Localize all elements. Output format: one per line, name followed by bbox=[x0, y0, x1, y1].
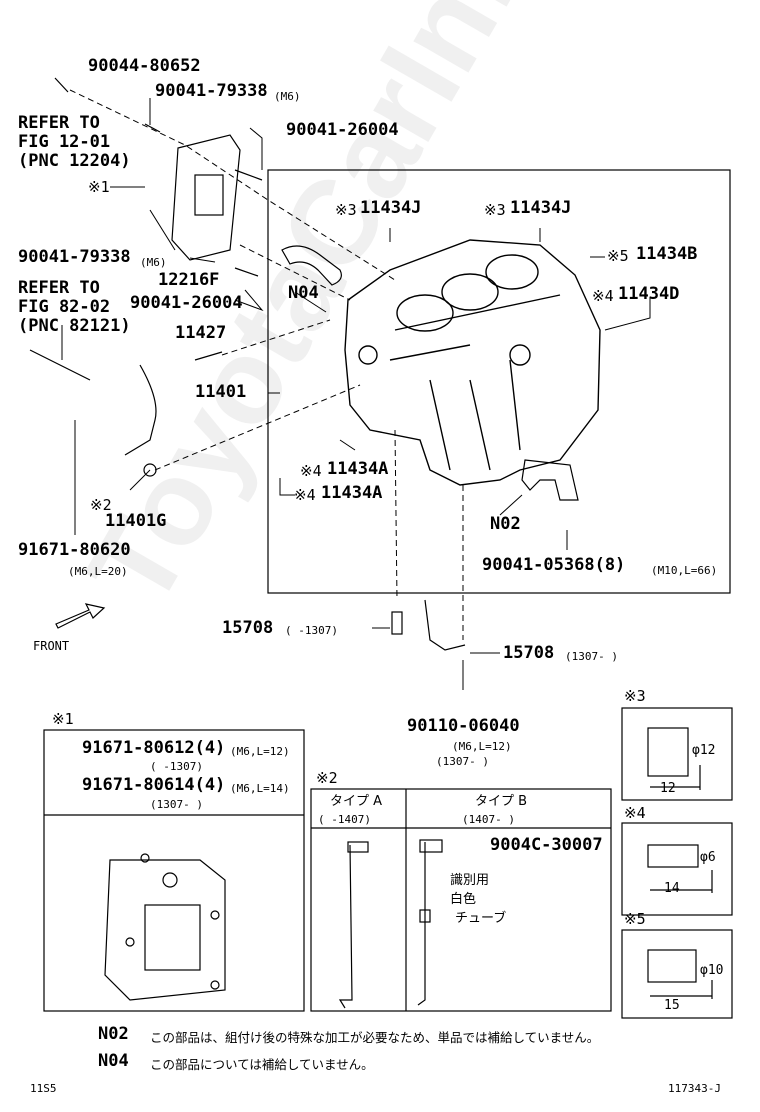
mark-3-b: ※3 bbox=[484, 201, 506, 219]
part-11401g: 11401G bbox=[105, 511, 167, 531]
section1-frame bbox=[43, 729, 305, 1012]
spec-m6-a: (M6) bbox=[274, 90, 301, 103]
part-90041-79338-b: 90041-79338 bbox=[18, 247, 131, 267]
refer-fig-82-02-line3: (PNC 82121) bbox=[18, 316, 131, 336]
dowel-4 bbox=[647, 844, 699, 868]
n04-pipe bbox=[281, 245, 342, 286]
type-a-range: ( -1407) bbox=[318, 813, 371, 826]
spec-90041-05368: (M10,L=66) bbox=[651, 564, 718, 577]
refer-fig-82-02-line2: FIG 82-02 bbox=[18, 297, 111, 317]
part-11434a-a: 11434A bbox=[327, 459, 389, 479]
refer-fig-12-01-line2: FIG 12-01 bbox=[18, 132, 111, 152]
note-n02-text: この部品は、組付け後の特殊な加工が必要なため、単品では補給していません。 bbox=[150, 1030, 600, 1045]
section5-len: 15 bbox=[664, 998, 680, 1013]
tube-label: チューブ bbox=[455, 911, 507, 926]
main-frame bbox=[267, 169, 731, 594]
mark-4-a: ※4 bbox=[592, 287, 614, 305]
part-n04: N04 bbox=[288, 283, 319, 303]
section1-range-2: (1307- ) bbox=[150, 798, 203, 811]
section3-frame bbox=[621, 707, 733, 801]
part-11434j-a: 11434J bbox=[360, 198, 422, 218]
section3-len: 12 bbox=[660, 781, 676, 796]
type-b-range: (1407- ) bbox=[462, 813, 515, 826]
range-15708-b: (1307- ) bbox=[565, 650, 618, 663]
spec-91671-80620: (M6,L=20) bbox=[68, 565, 128, 578]
n02-cap bbox=[521, 459, 579, 501]
part-11434d: 11434D bbox=[618, 284, 680, 304]
section1-title: ※1 bbox=[52, 710, 74, 728]
part-91671-80620: 91671-80620 bbox=[18, 540, 131, 560]
part-90041-05368: 90041-05368(8) bbox=[482, 555, 626, 575]
part-15708-b: 15708 bbox=[503, 643, 555, 663]
note-n02-code: N02 bbox=[98, 1024, 129, 1044]
section2-part: 9004C-30007 bbox=[490, 835, 603, 855]
gasket bbox=[104, 859, 226, 1001]
part-12216f: 12216F bbox=[158, 270, 220, 290]
harness bbox=[29, 349, 157, 456]
type-a-label: タイプ A bbox=[330, 794, 383, 809]
sensor-type-b bbox=[417, 842, 426, 1006]
refer-fig-12-01-line3: (PNC 12204) bbox=[18, 151, 131, 171]
section1-spec-2: (M6,L=14) bbox=[230, 782, 290, 795]
note-n04-code: N04 bbox=[98, 1051, 129, 1071]
part-90044-80652: 90044-80652 bbox=[88, 56, 201, 76]
part-15708-a: 15708 bbox=[222, 618, 274, 638]
mark-1: ※1 bbox=[88, 178, 110, 196]
section5-title: ※5 bbox=[624, 910, 646, 928]
part-11427: 11427 bbox=[175, 323, 227, 343]
section3-dia: φ12 bbox=[692, 743, 716, 758]
footer-right: 117343-J bbox=[668, 1082, 721, 1095]
part-90110-06040: 90110-06040 bbox=[407, 716, 520, 736]
dowel-5 bbox=[647, 949, 697, 983]
mark-5: ※5 bbox=[607, 247, 629, 265]
mark-2: ※2 bbox=[90, 496, 112, 514]
front-arrow bbox=[55, 603, 106, 629]
part-90041-26004-a: 90041-26004 bbox=[286, 120, 399, 140]
part-n02: N02 bbox=[490, 514, 521, 534]
section5-dia: φ10 bbox=[700, 963, 724, 978]
section4-len: 14 bbox=[664, 881, 680, 896]
front-label: FRONT bbox=[33, 639, 70, 653]
engine-block bbox=[344, 239, 601, 486]
section3-title: ※3 bbox=[624, 687, 646, 705]
mark-4-c: ※4 bbox=[294, 486, 316, 504]
section1-range-1: ( -1307) bbox=[150, 760, 203, 773]
range-90110-06040: (1307- ) bbox=[436, 755, 489, 768]
id-label: 識別用 bbox=[450, 873, 490, 888]
dowel-3 bbox=[647, 727, 689, 777]
mark-4-b: ※4 bbox=[300, 462, 322, 480]
section1-part-1: 91671-80612(4) bbox=[82, 738, 226, 758]
mark-3-a: ※3 bbox=[335, 201, 357, 219]
spec-m6-b: (M6) bbox=[140, 256, 167, 269]
part-11401: 11401 bbox=[195, 382, 247, 402]
refer-fig-12-01-line1: REFER TO bbox=[18, 113, 100, 133]
section5-frame bbox=[621, 929, 733, 1019]
part-11434a-b: 11434A bbox=[321, 483, 383, 503]
section4-title: ※4 bbox=[624, 804, 646, 822]
refer-fig-82-02-line1: REFER TO bbox=[18, 278, 100, 298]
range-15708-a: ( -1307) bbox=[285, 624, 338, 637]
section4-dia: φ6 bbox=[700, 850, 716, 865]
spec-90110-06040: (M6,L=12) bbox=[452, 740, 512, 753]
type-b-label: タイプ B bbox=[475, 794, 528, 809]
sensor-15708-b bbox=[424, 599, 466, 651]
section1-spec-1: (M6,L=12) bbox=[230, 745, 290, 758]
section2-frame bbox=[310, 788, 612, 1012]
section4-frame bbox=[621, 822, 733, 916]
color-label: 白色 bbox=[450, 892, 477, 907]
part-90041-26004-b: 90041-26004 bbox=[130, 293, 243, 313]
sensor-type-a bbox=[338, 844, 353, 1009]
part-11434j-b: 11434J bbox=[510, 198, 572, 218]
section2-title: ※2 bbox=[316, 769, 338, 787]
part-11434b: 11434B bbox=[636, 244, 698, 264]
section1-part-2: 91671-80614(4) bbox=[82, 775, 226, 795]
cover-12216f bbox=[171, 134, 241, 261]
part-90041-79338-a: 90041-79338 bbox=[155, 81, 268, 101]
note-n04-text: この部品については補給していません。 bbox=[150, 1057, 374, 1072]
footer-left: 11S5 bbox=[30, 1082, 57, 1095]
